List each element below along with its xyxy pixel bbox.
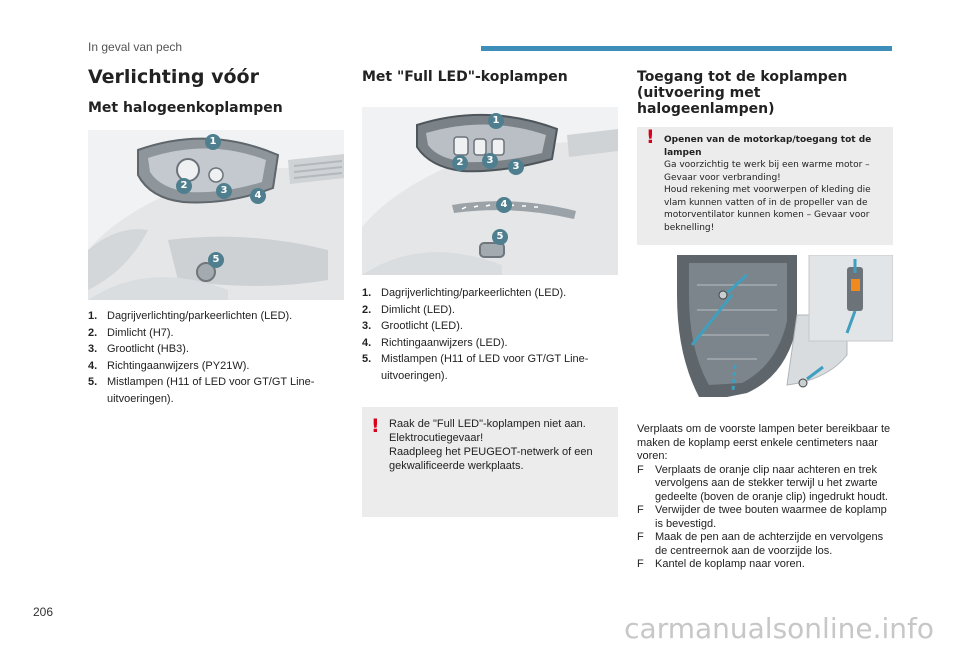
page-title: Verlichting vóór (88, 66, 259, 88)
halogen-lamp-list: 1.Dagrijverlichting/parkeerlichten (LED)… (88, 308, 344, 407)
column-halogen: Verlichting vóór Met halogeenkoplampen 1… (88, 66, 344, 407)
page-number: 206 (33, 605, 54, 619)
list-item: 1.Dagrijverlichting/parkeerlichten (LED)… (362, 287, 567, 299)
list-item: 2.Dimlicht (LED). (362, 303, 455, 316)
callout-4: 4 (496, 197, 512, 213)
section-header: In geval van pech (88, 40, 183, 54)
callout-5: 5 (492, 229, 508, 245)
list-item: 4.Richtingaanwijzers (LED). (362, 336, 508, 349)
callout-1: 1 (488, 113, 504, 129)
watermark: carmanualsonline.info (624, 612, 934, 645)
warning-line: Raak de "Full LED"-koplampen niet aan. (389, 418, 586, 430)
list-item: 5.Mistlampen (H11 of LED voor GT/GT Line… (88, 376, 315, 405)
full-led-warning: ! Raak de "Full LED"-koplampen niet aan.… (362, 407, 618, 517)
list-item: 3.Grootlicht (LED). (362, 320, 463, 332)
procedure-intro: Verplaats om de voorste lampen beter ber… (637, 423, 891, 462)
column-headlamp-access: Toegang tot de koplampen (uitvoering met… (637, 66, 893, 572)
callout-5: 5 (208, 252, 224, 268)
warning-line: Elektrocutiegevaar! (389, 432, 484, 444)
column-full-led: Met "Full LED"-koplampen 1 2 3 3 4 5 1.D… (362, 66, 618, 517)
callout-3b: 3 (508, 159, 524, 175)
warning-line: Raadpleeg het PEUGEOT-netwerk of een gek… (389, 446, 593, 472)
full-led-headlamp-illustration: 1 2 3 3 4 5 (362, 107, 618, 275)
list-item: 4.Richtingaanwijzers (PY21W). (88, 359, 250, 372)
halogen-headlamp-illustration: 1 2 3 4 5 (88, 130, 344, 300)
access-subtitle: Toegang tot de koplampen (uitvoering met… (637, 69, 848, 117)
headlamp-removal-illustration (637, 255, 893, 397)
list-item: 5.Mistlampen (H11 of LED voor GT/GT Line… (362, 353, 589, 382)
list-item: 1.Dagrijverlichting/parkeerlichten (LED)… (88, 310, 293, 322)
callout-2: 2 (452, 155, 468, 171)
callout-1: 1 (205, 134, 221, 150)
callout-3: 3 (216, 183, 232, 199)
warning-icon: ! (371, 415, 380, 437)
header-accent-bar (481, 46, 892, 51)
full-led-subtitle: Met "Full LED"-koplampen (362, 69, 568, 85)
callout-2: 2 (176, 178, 192, 194)
warning-line: Houd rekening met voorwerpen of kleding … (664, 185, 871, 233)
warning-icon: ! (646, 126, 655, 148)
full-led-lamp-list: 1.Dagrijverlichting/parkeerlichten (LED)… (362, 285, 618, 384)
callout-3: 3 (482, 153, 498, 169)
headlamp-procedure: Verplaats om de voorste lampen beter ber… (637, 423, 893, 572)
list-item: 3.Grootlicht (HB3). (88, 343, 189, 355)
warning-title: Openen van de motorkap/toegang tot de la… (664, 135, 872, 158)
list-item: 2.Dimlicht (H7). (88, 326, 174, 339)
bonnet-warning: ! Openen van de motorkap/toegang tot de … (637, 127, 893, 245)
halogen-subtitle: Met halogeenkoplampen (88, 100, 283, 116)
callout-4: 4 (250, 188, 266, 204)
warning-line: Ga voorzichtig te werk bij een warme mot… (664, 160, 870, 183)
